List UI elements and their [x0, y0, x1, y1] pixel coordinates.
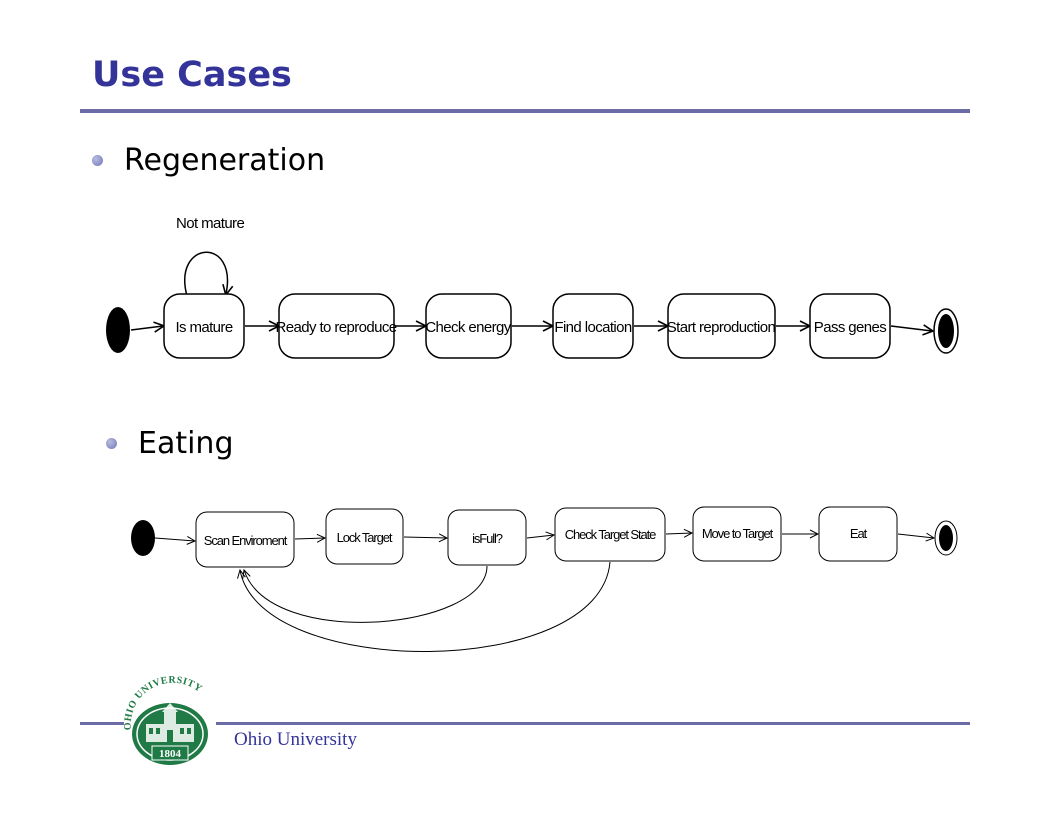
transition-arrow: [665, 533, 692, 534]
footer-divider-left: [80, 722, 124, 725]
state-label: Lock Target: [337, 530, 393, 545]
self-loop-arrow: [184, 251, 228, 296]
state-start-reproduction: [667, 293, 776, 359]
slide-title: Use Cases: [92, 55, 292, 95]
initial-state: [131, 520, 155, 556]
initial-state: [106, 307, 130, 353]
bullet-regeneration: Regeneration: [92, 143, 325, 178]
final-state-core: [939, 525, 953, 551]
state-isfull: [447, 509, 527, 566]
state-is-mature: [163, 293, 245, 359]
return-arrow-check-target: [240, 561, 611, 652]
bullet-label-regeneration: Regeneration: [124, 143, 326, 178]
final-state-core: [938, 314, 954, 348]
transition-arrow: [294, 538, 325, 539]
state-label: isFull?: [472, 531, 503, 546]
bullet-eating: Eating: [106, 426, 234, 461]
state-label: Is mature: [175, 319, 232, 336]
state-label: Move to Target: [702, 526, 774, 541]
seal-year: 1804: [159, 748, 182, 760]
regeneration-diagram: Not mature Is mature Ready to reproduce …: [106, 215, 959, 359]
self-loop-label: Not mature: [176, 215, 244, 232]
bullet-dot: [106, 438, 117, 449]
state-label: Eat: [850, 526, 868, 541]
bullet-dot: [92, 155, 103, 166]
state-pass-genes: [809, 293, 891, 359]
state-scan-enviroment: [195, 511, 295, 568]
state-label: Check energy: [425, 319, 511, 336]
title-divider: [80, 109, 970, 113]
transition-arrow: [130, 326, 163, 330]
bullet-label-eating: Eating: [138, 426, 234, 461]
state-eat: [818, 506, 898, 562]
transition-arrow: [526, 535, 554, 538]
footer-text: Ohio University: [234, 729, 357, 750]
state-ready-to-reproduce: [278, 293, 395, 359]
state-find-location: [552, 293, 634, 359]
state-check-energy: [425, 293, 512, 359]
return-arrow-isfull: [244, 565, 488, 623]
transition-arrow: [403, 537, 447, 538]
state-label: Pass genes: [814, 319, 886, 336]
state-label: Start reproduction: [667, 319, 776, 336]
ohio-university-seal: OHIO UNIVERSITY 1804: [123, 675, 208, 765]
state-move-to-target: [692, 506, 782, 562]
state-lock-target: [325, 508, 404, 565]
state-label: Check Target State: [565, 527, 656, 542]
state-label: Find location: [554, 319, 632, 336]
state-check-target-state: [554, 507, 666, 562]
transition-arrow: [897, 534, 934, 538]
footer-divider-right: [216, 722, 970, 725]
state-label: Ready to reproduce: [276, 319, 397, 336]
state-label: Scan Enviroment: [204, 533, 288, 548]
eating-diagram: Scan Enviroment Lock Target isFull? Chec…: [131, 506, 958, 652]
transition-arrow: [890, 326, 932, 331]
transition-arrow: [154, 538, 195, 541]
